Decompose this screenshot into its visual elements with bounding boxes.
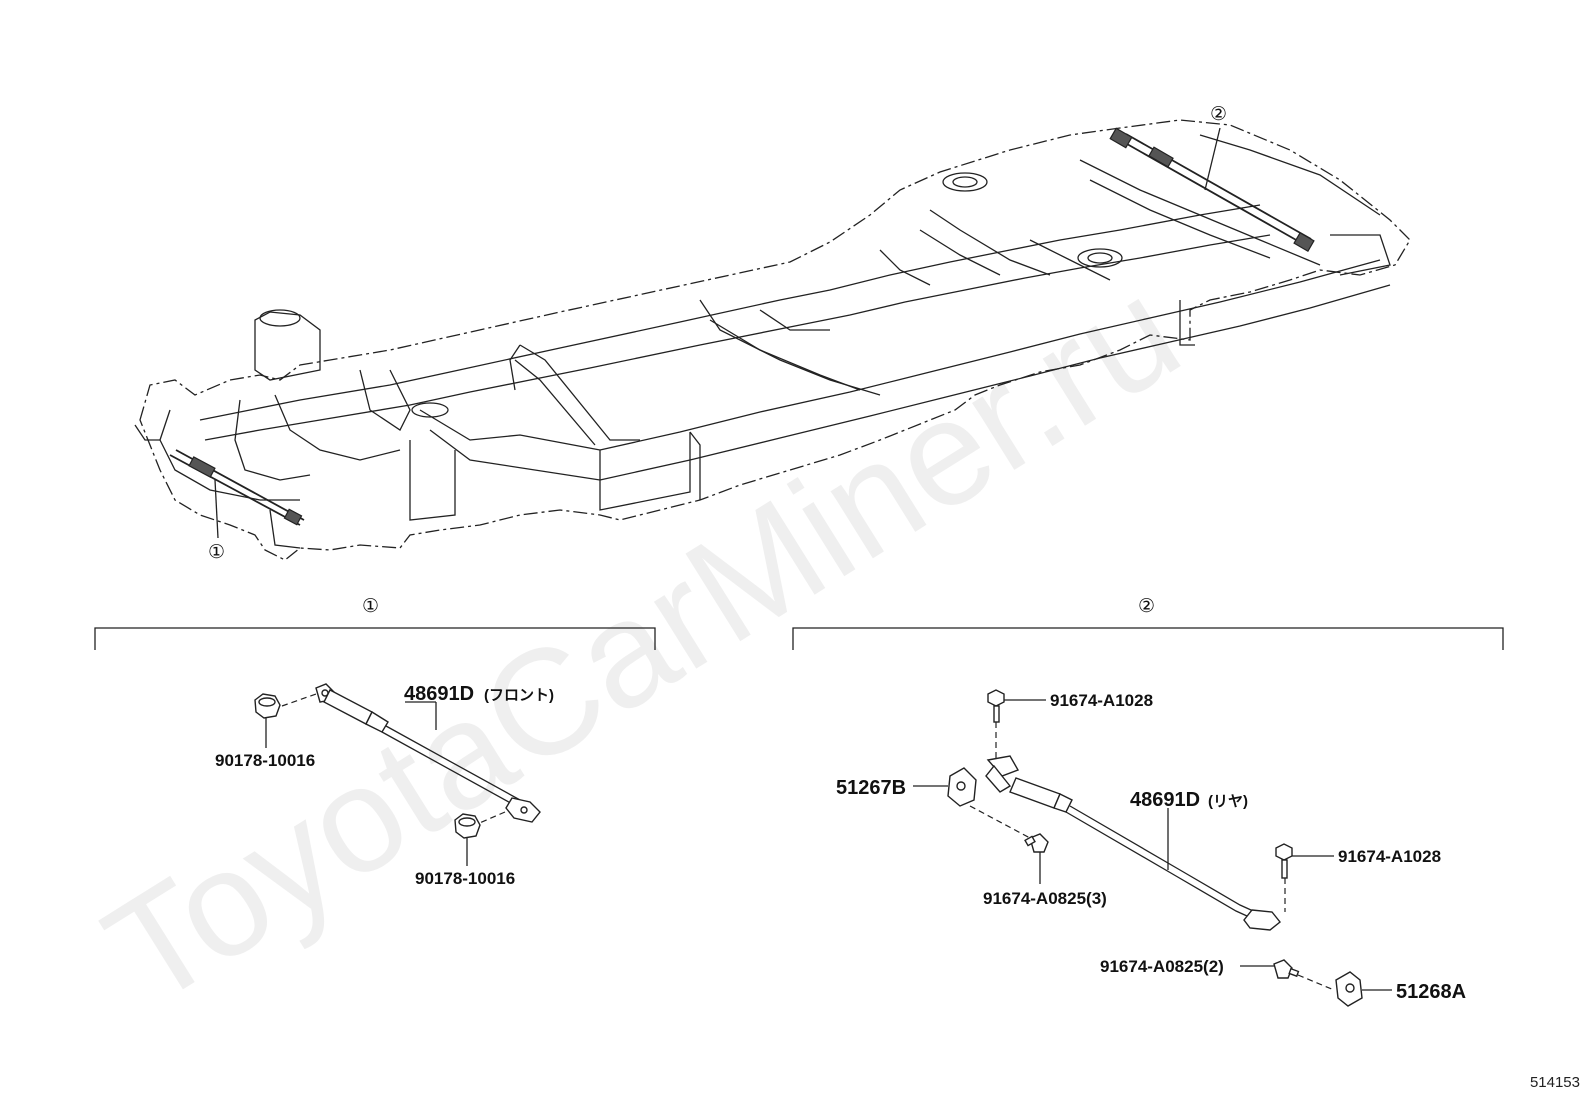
front-bottom-nut-drawing	[454, 813, 481, 839]
chassis-frame-drawing	[134, 119, 1411, 561]
rear-damper-note: (リヤ)	[1208, 793, 1248, 810]
watermark-text: ToyotaCarMiner.ru	[78, 245, 1206, 1037]
front-top-nut-drawing	[254, 693, 281, 719]
rear-bottom-bolt-part-number: 91674-A0825(2)	[1100, 957, 1224, 976]
callout-1-leader	[214, 479, 219, 539]
rear-mid-bolt-part-number: 91674-A0825(3)	[983, 889, 1107, 908]
callout-2-frame: ②	[1210, 104, 1227, 125]
front-damper-note: (フロント)	[484, 687, 554, 704]
front-section-callout: ①	[362, 596, 379, 617]
front-section-bracket	[94, 627, 656, 650]
rear-left-bracket-drawing	[947, 767, 977, 807]
rear-left-bracket-part-number: 51267B	[836, 777, 906, 799]
rear-right-bolt-drawing	[1275, 843, 1293, 879]
rear-bottom-bolt-drawing	[1273, 959, 1300, 979]
front-damper-part-number: 48691D	[404, 683, 474, 705]
rear-section-callout: ②	[1138, 596, 1155, 617]
rear-damper-part-number: 48691D	[1130, 789, 1200, 811]
callout-2-leader	[1204, 127, 1221, 191]
callout-1-frame: ①	[208, 542, 225, 563]
rear-top-bolt-drawing	[987, 689, 1005, 723]
rear-damper-drawing	[985, 755, 1281, 931]
front-damper-detail	[254, 683, 541, 866]
rear-mid-bolt-drawing	[1024, 833, 1049, 853]
rear-right-bolt-part-number: 91674-A1028	[1338, 847, 1441, 866]
front-top-nut-part-number: 90178-10016	[215, 751, 315, 770]
rear-right-bracket-part-number: 51268A	[1396, 981, 1466, 1003]
rear-section-bracket	[792, 627, 1504, 650]
front-damper-drawing	[315, 683, 541, 823]
diagram-reference-number: 514153	[1529, 1074, 1580, 1091]
rear-damper-detail	[913, 689, 1392, 1007]
front-damper-on-frame	[169, 449, 305, 526]
front-bottom-nut-part-number: 90178-10016	[415, 869, 515, 888]
rear-right-bracket-drawing	[1335, 971, 1363, 1007]
rear-top-bolt-part-number: 91674-A1028	[1050, 691, 1153, 710]
rear-damper-on-frame	[1109, 127, 1315, 253]
